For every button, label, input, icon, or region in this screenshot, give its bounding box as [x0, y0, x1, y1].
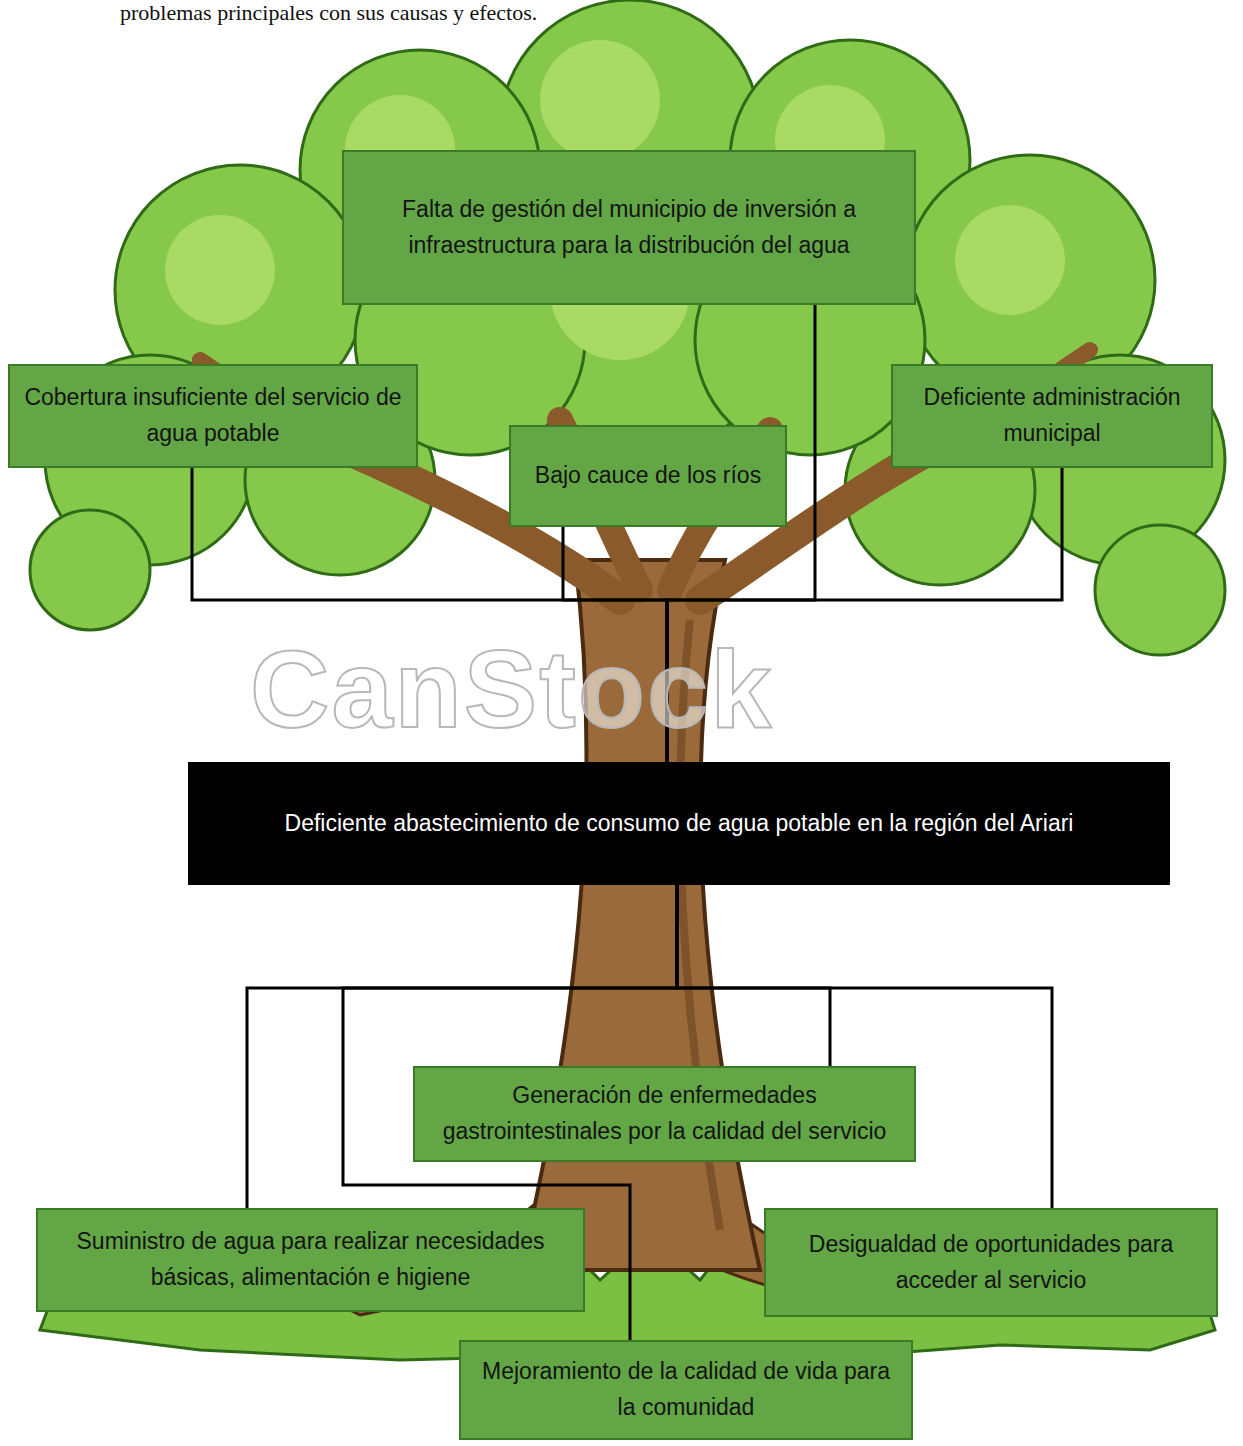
box-text: Generación de enfermedades gastrointesti…: [425, 1078, 904, 1149]
box-text: Mejoramiento de la calidad de vida para …: [471, 1354, 901, 1425]
heading-fragment: problemas principales con sus causas y e…: [120, 0, 537, 26]
box-text: Cobertura insuficiente del servicio de a…: [20, 380, 406, 451]
box-text: Suministro de agua para realizar necesid…: [48, 1224, 573, 1295]
box-text: Bajo cauce de los ríos: [535, 458, 761, 494]
central-problem-box: Deficiente abastecimiento de consumo de …: [188, 762, 1170, 885]
cause-box: Deficiente administración municipal: [891, 364, 1213, 468]
effect-box: Desigualdad de oportunidades para accede…: [764, 1208, 1218, 1317]
box-text: Deficiente administración municipal: [903, 380, 1201, 451]
cause-box: Bajo cauce de los ríos: [509, 425, 787, 527]
box-text: Deficiente abastecimiento de consumo de …: [285, 806, 1074, 842]
connector-line: [677, 885, 830, 1066]
foliage: [30, 0, 1225, 655]
effect-box: Generación de enfermedades gastrointesti…: [413, 1066, 916, 1162]
box-text: Desigualdad de oportunidades para accede…: [776, 1227, 1206, 1298]
box-text: Falta de gestión del municipio de invers…: [354, 192, 904, 263]
cause-box: Cobertura insuficiente del servicio de a…: [8, 364, 418, 468]
cause-box: Falta de gestión del municipio de invers…: [342, 150, 916, 305]
watermark: CanStock: [250, 625, 773, 752]
effect-box: Mejoramiento de la calidad de vida para …: [459, 1340, 913, 1440]
foliage-highlight: [165, 40, 1065, 360]
effect-box: Suministro de agua para realizar necesid…: [36, 1208, 585, 1312]
